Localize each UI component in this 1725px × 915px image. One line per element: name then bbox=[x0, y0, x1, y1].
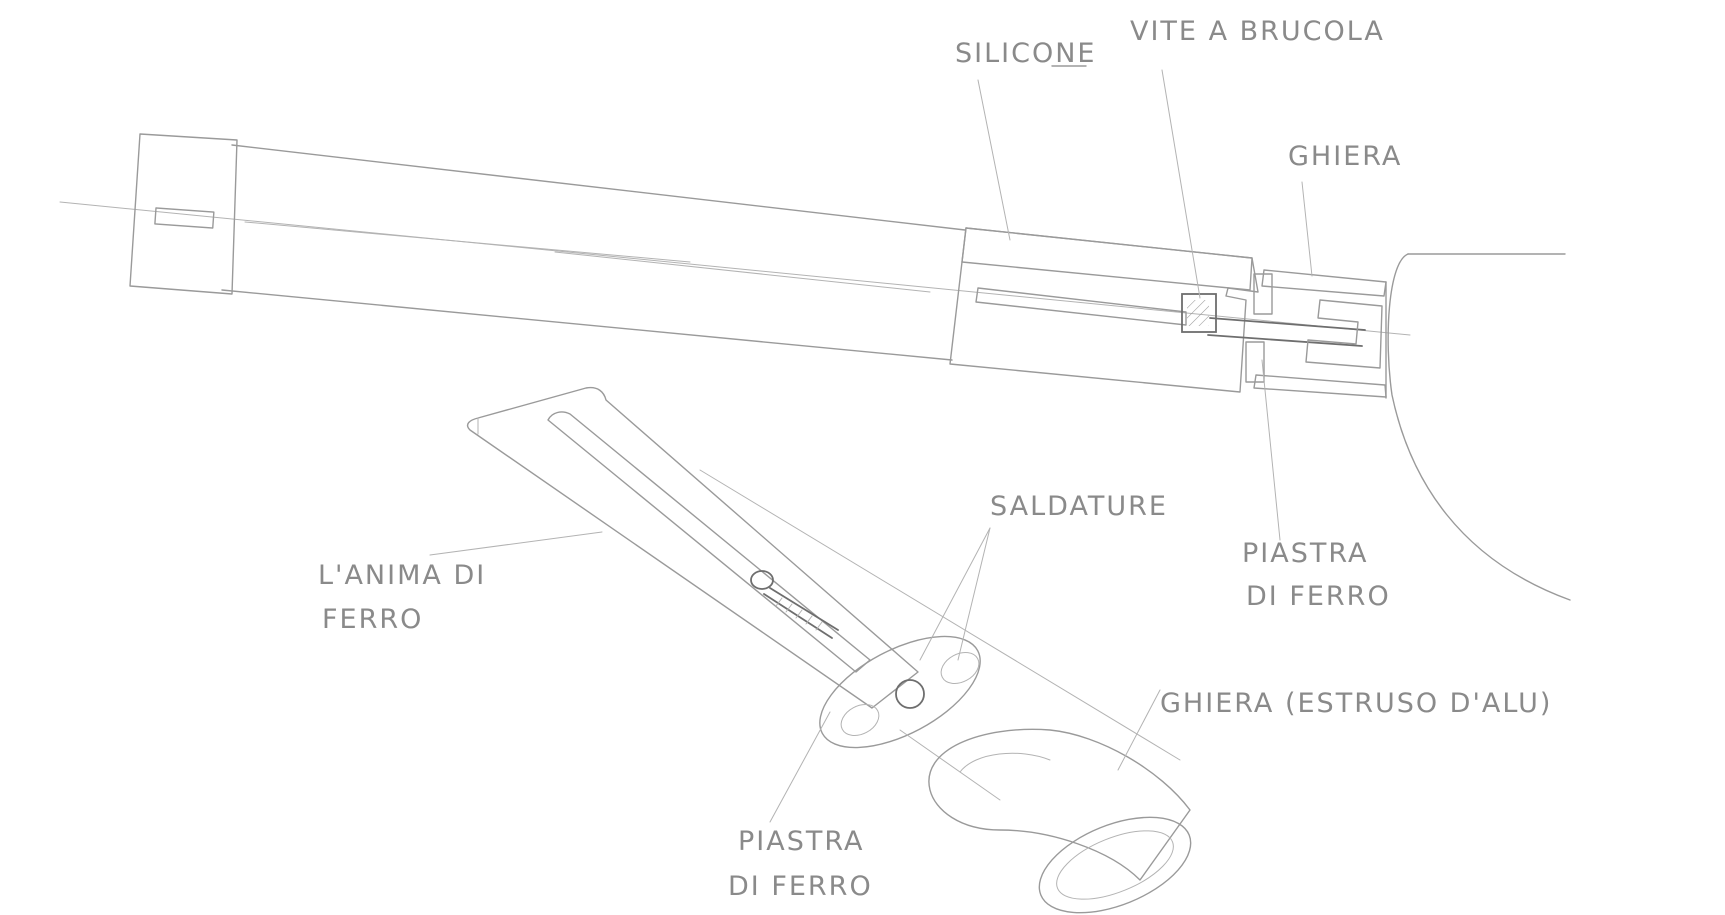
center-axis-line bbox=[59, 201, 1411, 336]
ghiera-body bbox=[928, 728, 1191, 881]
ghiera-top-leader bbox=[1301, 181, 1313, 277]
ghiera-highlight bbox=[959, 752, 1051, 773]
label-saldature: SALDATURE bbox=[990, 491, 1168, 522]
wall-profile bbox=[1387, 253, 1571, 601]
label-anima-1: L'ANIMA DI bbox=[318, 560, 486, 591]
silicone-block bbox=[949, 227, 1259, 393]
silicone-leader bbox=[977, 79, 1011, 241]
left-slot-insert bbox=[154, 207, 215, 229]
bottom-leader-lines bbox=[429, 527, 1161, 823]
iron-plate-disc bbox=[819, 635, 981, 749]
internal-slot bbox=[975, 287, 1187, 326]
label-piastra-right-1: PIASTRA bbox=[1242, 538, 1368, 569]
exploded-detail-view bbox=[466, 386, 1192, 914]
label-vite-a-brucola: VITE A BRUCOLA bbox=[1130, 16, 1385, 47]
silicone-fill bbox=[961, 227, 1253, 291]
plate-center-hole bbox=[895, 679, 925, 709]
iron-core-bar bbox=[466, 386, 919, 709]
handrail-section-view bbox=[59, 133, 1571, 601]
tube-top-edge bbox=[231, 144, 966, 231]
construction-line-2 bbox=[699, 469, 1181, 761]
screw-head bbox=[750, 570, 774, 590]
inner-rod-line-2 bbox=[554, 251, 931, 293]
label-piastra-bottom-2: DI FERRO bbox=[728, 871, 873, 902]
threaded-rod-top bbox=[1209, 317, 1366, 331]
ghiera-end-block bbox=[1305, 299, 1383, 369]
construction-line-1 bbox=[899, 729, 1001, 801]
top-leader-lines bbox=[977, 69, 1313, 541]
tube-bottom-edge bbox=[221, 289, 953, 361]
label-anima-2: FERRO bbox=[322, 604, 423, 635]
ghiera-bottom-wall bbox=[1253, 374, 1387, 398]
core-slot bbox=[547, 411, 871, 673]
screw bbox=[750, 570, 839, 639]
ghiera-opening bbox=[1038, 816, 1192, 914]
label-piastra-right-2: DI FERRO bbox=[1246, 581, 1391, 612]
screw-thread bbox=[775, 597, 823, 631]
ghiera-inner bbox=[1056, 830, 1174, 900]
saldature-leader-1 bbox=[919, 527, 991, 661]
label-ghiera-estruso: GHIERA (ESTRUSO D'ALU) bbox=[1160, 688, 1552, 719]
piastra-bottom-leader bbox=[769, 711, 831, 823]
label-silicone: SILICONE bbox=[955, 38, 1096, 69]
threaded-rod-bottom bbox=[1207, 334, 1363, 347]
label-ghiera-top: GHIERA bbox=[1288, 141, 1402, 172]
plate-weld-left bbox=[840, 703, 880, 737]
inner-rod-line bbox=[244, 221, 691, 263]
screw-shank-top bbox=[769, 587, 839, 631]
anima-leader bbox=[429, 531, 603, 556]
grub-screw-hatch bbox=[1187, 300, 1209, 326]
left-end-cap bbox=[129, 133, 238, 295]
ghiera-top-wall bbox=[1261, 269, 1387, 297]
ghiera-estruso-leader bbox=[1117, 689, 1161, 771]
plate-weld-right bbox=[940, 651, 980, 685]
label-piastra-bottom-1: PIASTRA bbox=[738, 826, 864, 857]
vite-leader bbox=[1161, 69, 1201, 299]
saldature-leader-2 bbox=[957, 527, 991, 661]
piastra-right-leader bbox=[1261, 359, 1281, 541]
ghiera-aluminium bbox=[928, 728, 1192, 914]
